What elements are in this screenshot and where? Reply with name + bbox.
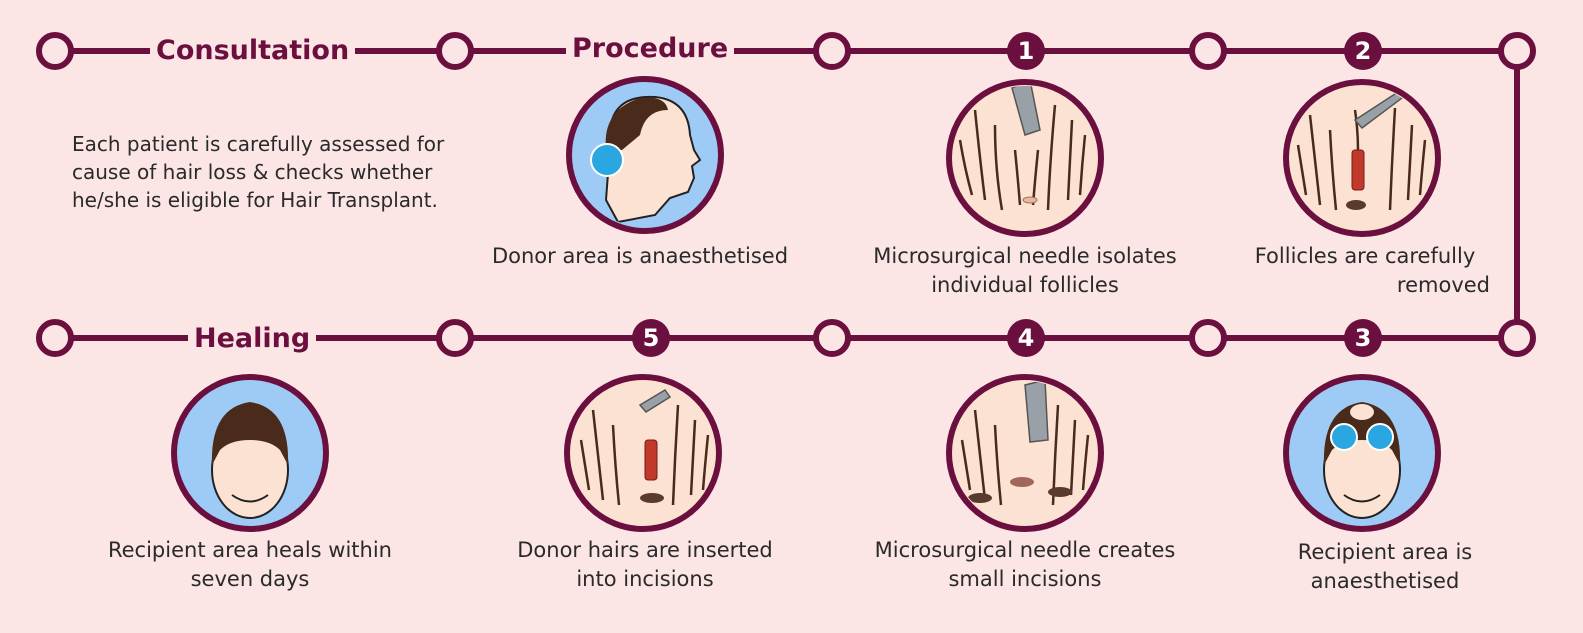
step-5-caption: Donor hairs are inserted into incisions	[490, 536, 800, 594]
follicle-isolation-illustration	[946, 79, 1104, 237]
node	[813, 319, 851, 357]
stage-label-consultation: Consultation	[150, 34, 356, 68]
step-2-caption: Follicles are carefully removed	[1220, 242, 1510, 300]
stage-label-healing: Healing	[188, 322, 317, 356]
incision-creation-illustration	[946, 374, 1104, 532]
step-4-caption: Microsurgical needle creates small incis…	[860, 536, 1190, 594]
node	[1498, 32, 1536, 70]
caption-line: Donor hairs are inserted	[517, 538, 773, 562]
caption-line: anaesthetised	[1310, 569, 1460, 593]
node	[36, 319, 74, 357]
caption-line: Recipient area is	[1297, 540, 1473, 564]
caption-line: Follicles are carefully	[1254, 244, 1476, 268]
step-number-2: 2	[1344, 32, 1382, 70]
hair-insertion-illustration	[564, 374, 722, 532]
consultation-description: Each patient is carefully assessed for c…	[72, 132, 445, 212]
donor-head-illustration	[566, 76, 724, 234]
step-3-caption: Recipient area is anaesthetised	[1240, 538, 1530, 596]
caption-line: Microsurgical needle isolates	[873, 244, 1177, 268]
donor-caption-text: Donor area is anaesthetised	[491, 244, 789, 268]
step-number-5: 5	[632, 319, 670, 357]
donor-caption: Donor area is anaesthetised	[480, 242, 800, 271]
timeline-nodes	[36, 32, 1536, 357]
node	[36, 32, 74, 70]
node	[436, 319, 474, 357]
healing-caption: Recipient area heals within seven days	[90, 536, 410, 594]
caption-line: individual follicles	[931, 273, 1119, 297]
step-number-3: 3	[1344, 319, 1382, 357]
caption-line: removed	[1396, 273, 1490, 297]
caption-line: Recipient area heals within	[107, 538, 392, 562]
node	[1498, 319, 1536, 357]
node	[813, 32, 851, 70]
node	[1189, 32, 1227, 70]
step-1-caption: Microsurgical needle isolates individual…	[860, 242, 1190, 300]
node	[1189, 319, 1227, 357]
stage-label-procedure: Procedure	[566, 32, 735, 66]
caption-line: into incisions	[576, 567, 714, 591]
healing-head-illustration	[171, 374, 329, 532]
step-number-1: 1	[1007, 32, 1045, 70]
caption-line: seven days	[190, 567, 310, 591]
step-number-4: 4	[1007, 319, 1045, 357]
follicle-removal-illustration	[1283, 79, 1441, 237]
node	[436, 32, 474, 70]
recipient-head-illustration	[1283, 374, 1441, 532]
caption-line: small incisions	[948, 567, 1102, 591]
caption-line: Microsurgical needle creates	[874, 538, 1176, 562]
